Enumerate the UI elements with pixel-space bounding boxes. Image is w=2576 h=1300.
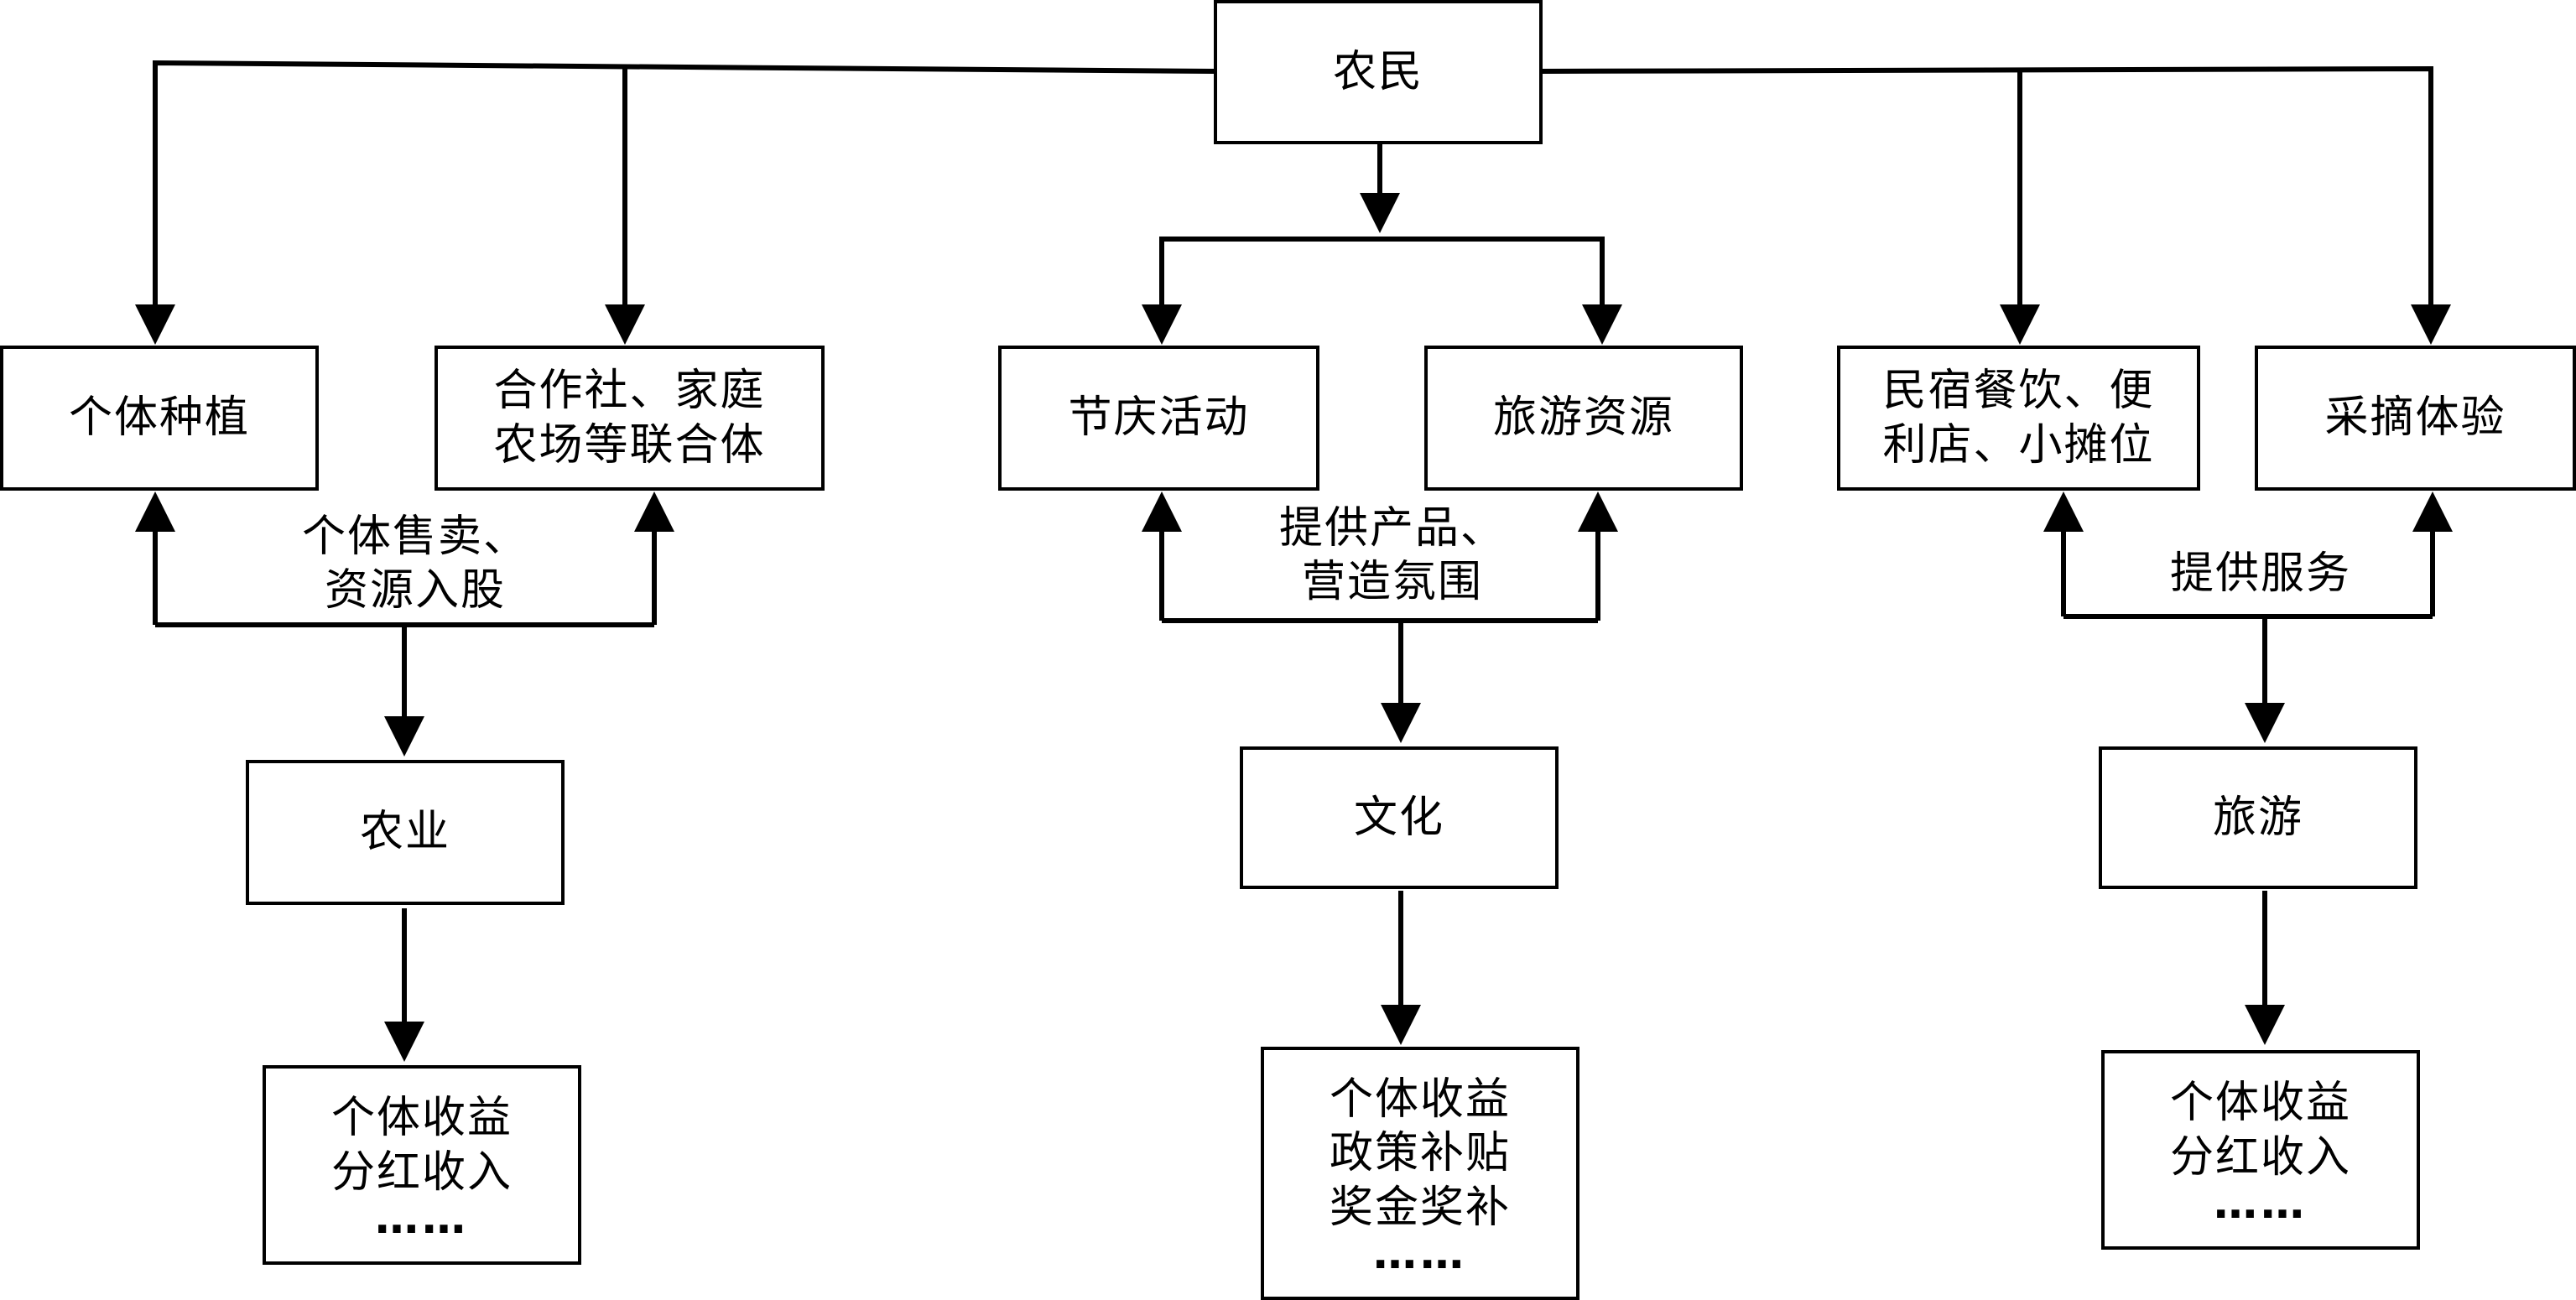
edge-label-line-1: 提供服务 — [2169, 549, 2351, 599]
edge-label-culture: 提供产品、 营造氛围 — [1262, 502, 1522, 610]
root-to-planting-arrow — [135, 60, 1217, 345]
outcome-line-2: 分红收入 — [330, 1147, 513, 1198]
edge-label-agriculture: 个体售卖、 资源入股 — [285, 510, 545, 618]
outcome-ellipsis: …… — [1373, 1229, 1467, 1280]
sector-label: 农业 — [359, 807, 450, 858]
node-outcome-agriculture: 个体收益 分红收入 …… — [263, 1065, 581, 1265]
root-to-homestay-arrow — [1538, 65, 2451, 345]
outcome-line-1: 个体收益 — [1329, 1074, 1511, 1125]
outcome-line-3: 奖金奖补 — [1329, 1182, 1511, 1233]
node-outcome-tourism: 个体收益 分红收入 …… — [2101, 1050, 2420, 1250]
node-sector-tourism: 旅游 — [2099, 746, 2417, 889]
node-label: 采摘体验 — [2324, 393, 2506, 444]
edge-label-line-1: 个体售卖、 — [301, 512, 528, 562]
edge-label-line-2: 营造氛围 — [1301, 557, 1483, 608]
node-label: 个体种植 — [68, 393, 250, 444]
node-picking-experience: 采摘体验 — [2255, 346, 2576, 491]
edge-label-line-1: 提供产品、 — [1278, 503, 1506, 554]
culture-split-right-arrow — [1380, 237, 1622, 345]
root-node-farmers: 农民 — [1214, 0, 1543, 144]
node-label: 节庆活动 — [1068, 393, 1250, 444]
outcome-line-2: 分红收入 — [2169, 1131, 2351, 1183]
node-individual-planting: 个体种植 — [0, 346, 319, 491]
node-festival-activities: 节庆活动 — [998, 346, 1319, 491]
outcome-line-1: 个体收益 — [330, 1093, 513, 1144]
node-sector-culture: 文化 — [1240, 746, 1559, 889]
node-outcome-culture: 个体收益 政策补贴 奖金奖补 …… — [1261, 1047, 1579, 1300]
outcome-line-1: 个体收益 — [2169, 1078, 2351, 1129]
node-cooperative-farms: 合作社、家庭 农场等联合体 — [435, 346, 825, 491]
outcome-ellipsis: …… — [2214, 1178, 2308, 1230]
outcome-ellipsis: …… — [375, 1193, 469, 1245]
node-label-line-1: 民宿餐饮、便 — [1882, 366, 2155, 417]
root-label: 农民 — [1332, 46, 1423, 97]
sector-label: 文化 — [1353, 792, 1444, 843]
edge-label-line-2: 资源入股 — [324, 565, 506, 616]
node-label-line-1: 合作社、家庭 — [493, 366, 766, 417]
node-sector-agriculture: 农业 — [246, 760, 565, 905]
node-label-line-2: 农场等联合体 — [493, 419, 766, 471]
sector-label: 旅游 — [2212, 792, 2303, 843]
node-tourism-resources: 旅游资源 — [1424, 346, 1743, 491]
culture-split-left-arrow — [1142, 237, 1380, 345]
node-label: 旅游资源 — [1492, 393, 1674, 444]
node-homestay-dining: 民宿餐饮、便 利店、小摊位 — [1837, 346, 2200, 491]
outcome-line-2: 政策补贴 — [1329, 1128, 1511, 1179]
node-label-line-2: 利店、小摊位 — [1882, 419, 2155, 471]
edge-label-tourism: 提供服务 — [2147, 547, 2374, 601]
